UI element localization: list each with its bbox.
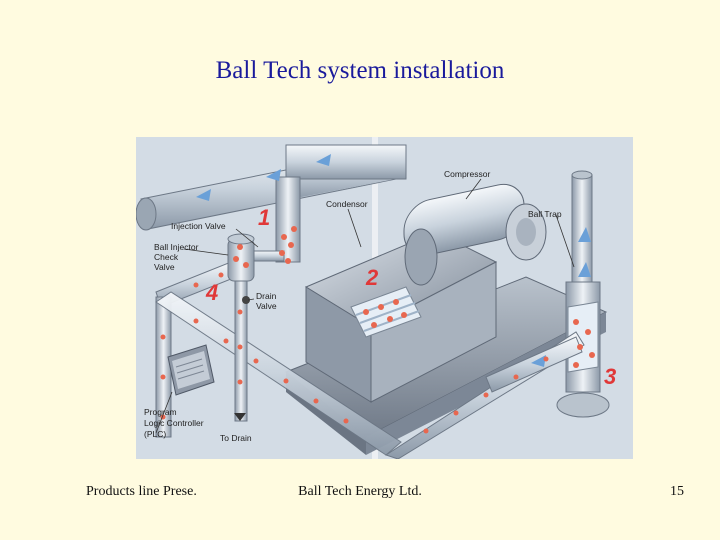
drain-valve-label-line1: Drain	[256, 291, 277, 301]
ball-trap-label: Ball Trap	[528, 209, 562, 219]
footer-company-name: Ball Tech Energy Ltd.	[0, 484, 720, 500]
step-number-1: 1	[258, 205, 270, 230]
page-number: 15	[670, 484, 684, 500]
check-valve-label-line2: Valve	[154, 262, 175, 272]
condensor-label: Condensor	[326, 199, 368, 209]
ball-injector-label: Ball Injector	[154, 242, 199, 252]
injection-valve-label: Injection Valve	[171, 221, 226, 231]
check-valve-label-line1: Check	[154, 252, 179, 262]
step-number-4: 4	[205, 280, 218, 305]
step-number-3: 3	[604, 364, 616, 389]
plc-label-line2: Logic Controller	[144, 418, 204, 428]
plc-label-line3: (PLC)	[144, 429, 166, 439]
drain-valve-label-line2: Valve	[256, 301, 277, 311]
slide-title: Ball Tech system installation	[0, 57, 720, 85]
plc-label-line1: Program	[144, 407, 177, 417]
supply-pipe	[276, 177, 300, 262]
installation-diagram: Compressor Condensor Ball Trap Injection…	[136, 137, 633, 459]
step-number-2: 2	[365, 265, 379, 290]
to-drain-label: To Drain	[220, 433, 252, 443]
compressor-label: Compressor	[444, 169, 490, 179]
